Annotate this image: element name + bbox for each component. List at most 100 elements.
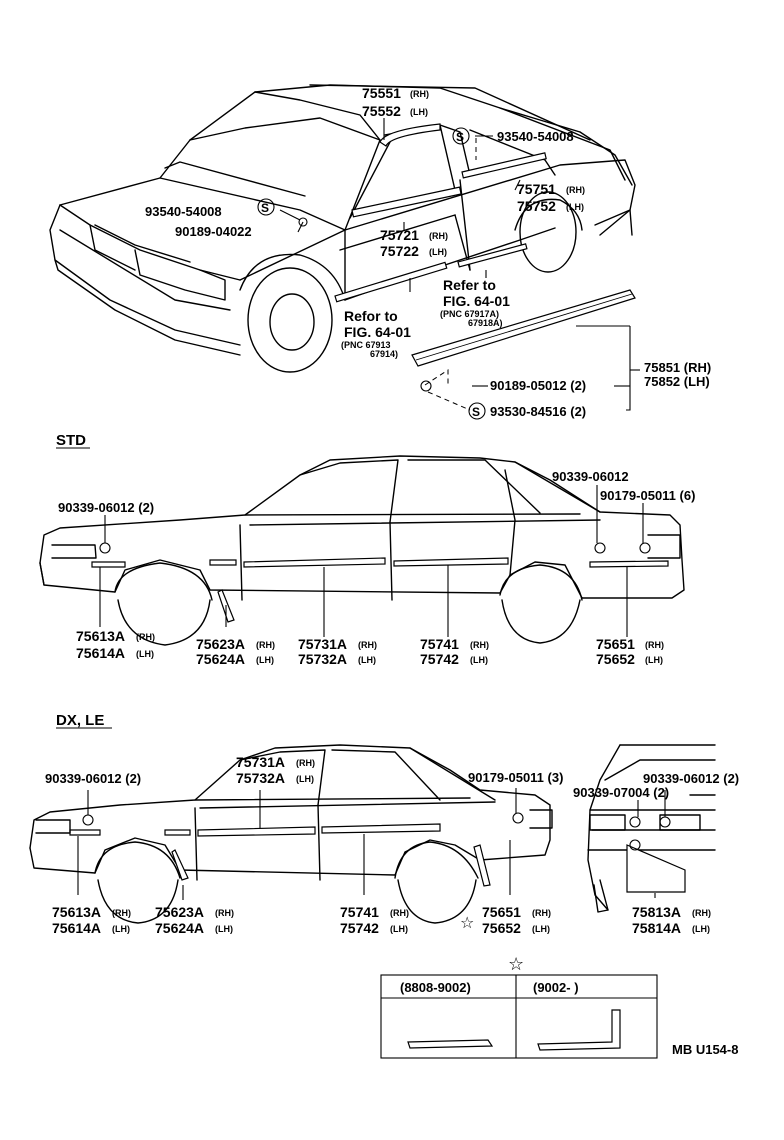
svg-text:(RH): (RH) <box>645 640 664 650</box>
part-90189-04022: 90189-04022 <box>175 224 252 239</box>
part-75732a: 75732A <box>298 651 347 667</box>
svg-text:(PNC 67913: (PNC 67913 <box>341 340 391 350</box>
svg-text:(LH): (LH) <box>296 774 314 784</box>
part-75741: 75741 <box>340 904 379 920</box>
clip-icon <box>512 812 524 824</box>
moulding-early-illustration <box>407 1039 494 1049</box>
svg-text:(RH): (RH) <box>566 185 585 195</box>
part-93530-84516: 93530-84516 (2) <box>490 404 586 419</box>
svg-text:(LH): (LH) <box>532 924 550 934</box>
part-90339-06012: 90339-06012 <box>552 469 629 484</box>
svg-text:Refor to: Refor to <box>344 308 398 324</box>
svg-text:(LH): (LH) <box>390 924 408 934</box>
table-header-9002: (9002- ) <box>533 980 579 995</box>
clip-icon <box>629 816 641 828</box>
svg-text:(RH): (RH) <box>136 632 155 642</box>
top-labels: 75551 (RH) 75552 (LH) 93540-54008 75751 … <box>145 85 711 419</box>
part-75614a: 75614A <box>76 645 125 661</box>
clip-icon <box>639 542 651 554</box>
part-75552: 75552 <box>362 103 401 119</box>
part-75623a: 75623A <box>196 636 245 652</box>
top-car-illustration <box>49 84 636 373</box>
svg-text:(LH): (LH) <box>470 655 488 665</box>
part-75851: 75851 (RH) <box>644 360 711 375</box>
part-75614a: 75614A <box>52 920 101 936</box>
part-90339-06012: 90339-06012 (2) <box>58 500 154 515</box>
svg-text:(LH): (LH) <box>256 655 274 665</box>
svg-text:(RH): (RH) <box>692 908 711 918</box>
part-75752: 75752 <box>517 198 556 214</box>
dx-car-illustration <box>29 744 553 924</box>
svg-text:(RH): (RH) <box>390 908 409 918</box>
svg-text:(RH): (RH) <box>470 640 489 650</box>
svg-text:(LH): (LH) <box>112 924 130 934</box>
part-90179-05011: 90179-05011 (6) <box>600 488 695 503</box>
part-90339-06012: 90339-06012 (2) <box>643 771 739 786</box>
diagram-code: MB U154-8 <box>672 1042 738 1057</box>
dx-le-section: DX, LE <box>29 712 739 936</box>
part-75813a: 75813A <box>632 904 681 920</box>
svg-text:(LH): (LH) <box>136 649 154 659</box>
table-header-8808-9002: (8808-9002) <box>400 980 471 995</box>
part-93540-54008: 93540-54008 <box>145 204 222 219</box>
svg-text:S: S <box>261 201 269 215</box>
s-symbol-icon: S <box>257 198 275 216</box>
part-90189-05012: 90189-05012 (2) <box>490 378 586 393</box>
svg-text:Refer to: Refer to <box>443 277 496 293</box>
variant-table: ☆ (8808-9002) (9002- ) <box>380 954 658 1059</box>
part-75732a: 75732A <box>236 770 285 786</box>
svg-text:(RH): (RH) <box>410 89 429 99</box>
svg-text:FIG. 64-01: FIG. 64-01 <box>443 293 510 309</box>
part-75651: 75651 <box>482 904 521 920</box>
part-75623a: 75623A <box>155 904 204 920</box>
part-75652: 75652 <box>482 920 521 936</box>
s-symbol-icon: S <box>468 402 486 420</box>
svg-text:(LH): (LH) <box>358 655 376 665</box>
part-75751: 75751 <box>517 181 556 197</box>
clip-icon <box>629 839 641 851</box>
part-75624a: 75624A <box>196 651 245 667</box>
clip-icon <box>82 814 94 826</box>
part-75721: 75721 <box>380 227 419 243</box>
clip-icon <box>594 542 606 554</box>
part-75613a: 75613A <box>76 628 125 644</box>
clip-icon <box>420 380 432 392</box>
section-label-dx-le: DX, LE <box>56 712 104 729</box>
part-75731a: 75731A <box>236 754 285 770</box>
svg-text:(RH): (RH) <box>112 908 131 918</box>
section-label-std: STD <box>56 432 86 449</box>
part-75814a: 75814A <box>632 920 681 936</box>
svg-text:(RH): (RH) <box>358 640 377 650</box>
svg-text:(LH): (LH) <box>692 924 710 934</box>
part-90179-05011: 90179-05011 (3) <box>468 770 563 785</box>
part-75651: 75651 <box>596 636 635 652</box>
part-75852: 75852 (LH) <box>644 374 710 389</box>
part-75742: 75742 <box>340 920 379 936</box>
part-90339-07004: 90339-07004 (2) <box>573 785 669 800</box>
std-section: STD <box>39 432 695 667</box>
svg-text:S: S <box>456 130 464 144</box>
svg-text:(RH): (RH) <box>429 231 448 241</box>
clip-icon <box>659 816 671 828</box>
part-75722: 75722 <box>380 243 419 259</box>
svg-text:(PNC 67917A): (PNC 67917A) <box>440 309 499 319</box>
clip-icon <box>298 217 308 227</box>
part-90339-06012: 90339-06012 (2) <box>45 771 141 786</box>
part-75741: 75741 <box>420 636 459 652</box>
std-car-illustration <box>39 455 685 646</box>
svg-text:(RH): (RH) <box>532 908 551 918</box>
part-75731a: 75731A <box>298 636 347 652</box>
part-75551: 75551 <box>362 85 401 101</box>
moulding-late-illustration <box>537 1009 621 1051</box>
svg-text:67914): 67914) <box>370 349 398 359</box>
part-93540-54008: 93540-54008 <box>497 129 574 144</box>
part-75742: 75742 <box>420 651 459 667</box>
svg-text:(LH): (LH) <box>645 655 663 665</box>
svg-text:(RH): (RH) <box>296 758 315 768</box>
s-symbol-icon: S <box>452 127 470 145</box>
svg-text:(RH): (RH) <box>256 640 275 650</box>
svg-text:FIG. 64-01: FIG. 64-01 <box>344 324 411 340</box>
svg-text:(LH): (LH) <box>566 202 584 212</box>
svg-text:(LH): (LH) <box>215 924 233 934</box>
